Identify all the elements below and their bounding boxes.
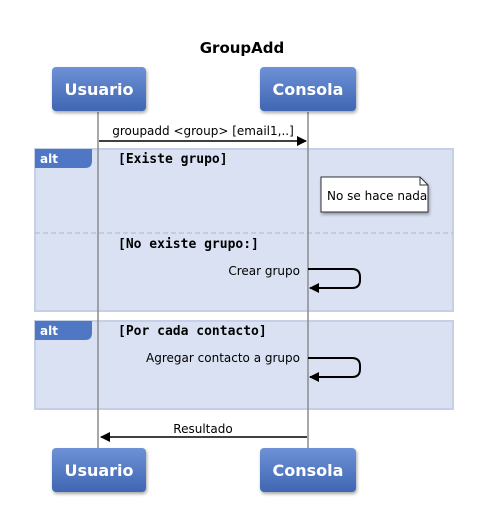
- guard-existe-grupo: [Existe grupo]: [118, 152, 228, 167]
- message-groupadd-label: groupadd <group> [email1,..]: [112, 124, 294, 138]
- guard-por-cada-contacto: [Por cada contacto]: [118, 324, 267, 339]
- actor-usuario-bottom-label: Usuario: [64, 461, 133, 480]
- message-agregar-contacto-arrow: [308, 357, 361, 382]
- actor-consola-top-label: Consola: [273, 80, 344, 99]
- actor-usuario-top: [52, 67, 146, 111]
- message-resultado-label: Resultado: [173, 422, 232, 436]
- actor-consola-bottom: [260, 448, 356, 492]
- message-crear-grupo-arrow: [308, 268, 361, 293]
- alt-tag-label: alt: [40, 324, 58, 338]
- actor-consola-bottom-label: Consola: [273, 461, 344, 480]
- message-crear-grupo-label: Crear grupo: [228, 264, 300, 278]
- alt-tag-shape: [35, 149, 92, 168]
- note-no-se-hace-nada: [320, 176, 429, 213]
- diagram-title: GroupAdd: [200, 39, 285, 57]
- alt-fragment-1: alt [Existe grupo] [No existe grupo:]: [34, 148, 454, 312]
- note-text: No se hace nada: [327, 189, 427, 203]
- alt-fragment-2: alt [Por cada contacto]: [34, 320, 454, 410]
- actor-consola-top: [260, 67, 356, 111]
- message-agregar-contacto-label: Agregar contacto a grupo: [146, 351, 300, 365]
- alt-tag-label: alt: [40, 152, 58, 166]
- actor-usuario-bottom: [52, 448, 146, 492]
- alt-tag-shape: [35, 321, 92, 340]
- guard-no-existe-grupo: [No existe grupo:]: [118, 237, 259, 252]
- actor-usuario-top-label: Usuario: [64, 80, 133, 99]
